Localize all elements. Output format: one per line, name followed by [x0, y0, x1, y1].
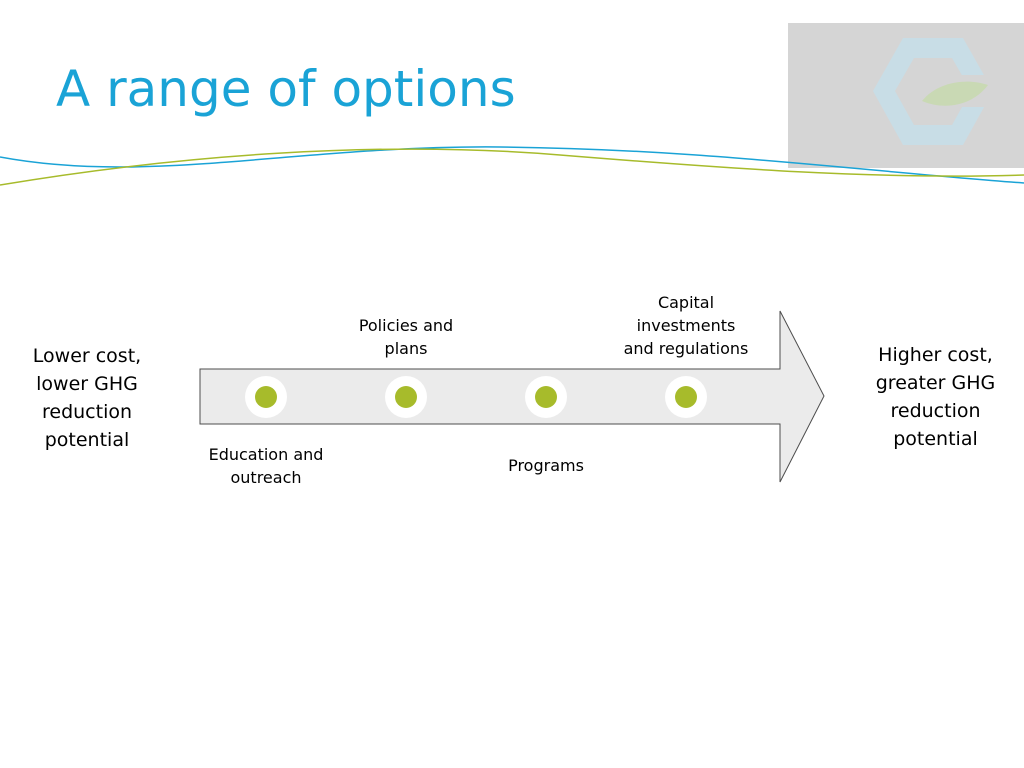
slide-title: A range of options: [56, 60, 516, 118]
stage-marker-3: [525, 376, 567, 418]
stage-label-policies: Policies and plans: [358, 316, 454, 358]
stage-label-capital: Capital investments and regulations: [623, 293, 749, 358]
stage-marker-4: [665, 376, 707, 418]
decorative-waves: [0, 146, 1024, 186]
lower-cost-label: Lower cost, lower GHG reduction potentia…: [32, 345, 142, 451]
higher-cost-label: Higher cost, greater GHG reduction poten…: [875, 344, 996, 450]
leaf-logo-icon: [873, 38, 1008, 145]
stage-marker-1: [245, 376, 287, 418]
stage-marker-2: [385, 376, 427, 418]
logo-panel: [788, 23, 1024, 168]
stage-label-education: Education and outreach: [208, 445, 324, 487]
blue-wave-line: [0, 146, 1024, 184]
stage-label-programs: Programs: [508, 456, 584, 475]
green-wave-line: [0, 148, 1024, 186]
progression-arrow: [199, 310, 825, 483]
